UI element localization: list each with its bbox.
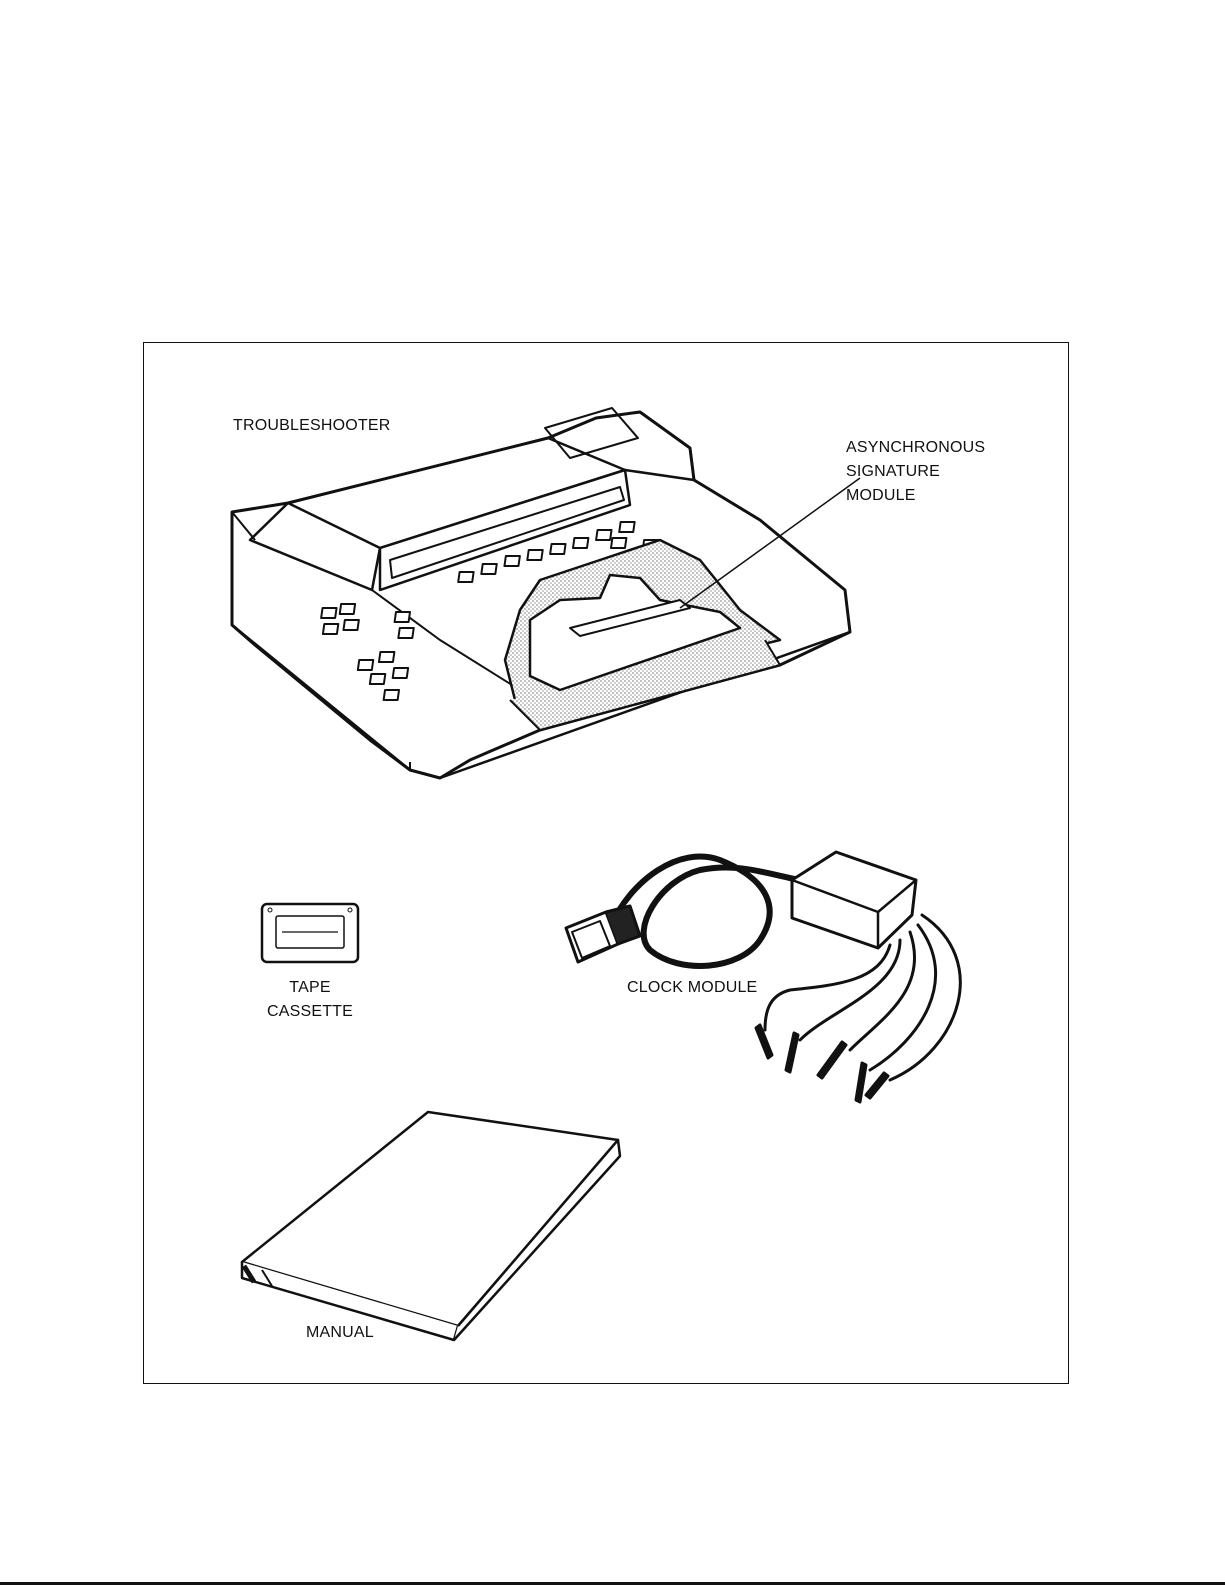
troubleshooter-unit bbox=[232, 408, 860, 778]
clock-module-label: CLOCK MODULE bbox=[627, 976, 757, 1000]
tape-cassette bbox=[262, 904, 358, 962]
troubleshooter-label: TROUBLESHOOTER bbox=[233, 414, 391, 438]
asynchronous-signature-module-label-line3: MODULE bbox=[846, 484, 916, 508]
manual-book bbox=[242, 1112, 620, 1340]
asynchronous-signature-module-label-line2: SIGNATURE bbox=[846, 460, 940, 484]
asynchronous-signature-module-label-line1: ASYNCHRONOUS bbox=[846, 436, 985, 460]
tape-cassette-label-line2: CASSETTE bbox=[250, 1000, 370, 1024]
clock-module bbox=[566, 852, 960, 1102]
tape-cassette-label-line1: TAPE bbox=[250, 976, 370, 1000]
manual-label: MANUAL bbox=[306, 1321, 374, 1345]
